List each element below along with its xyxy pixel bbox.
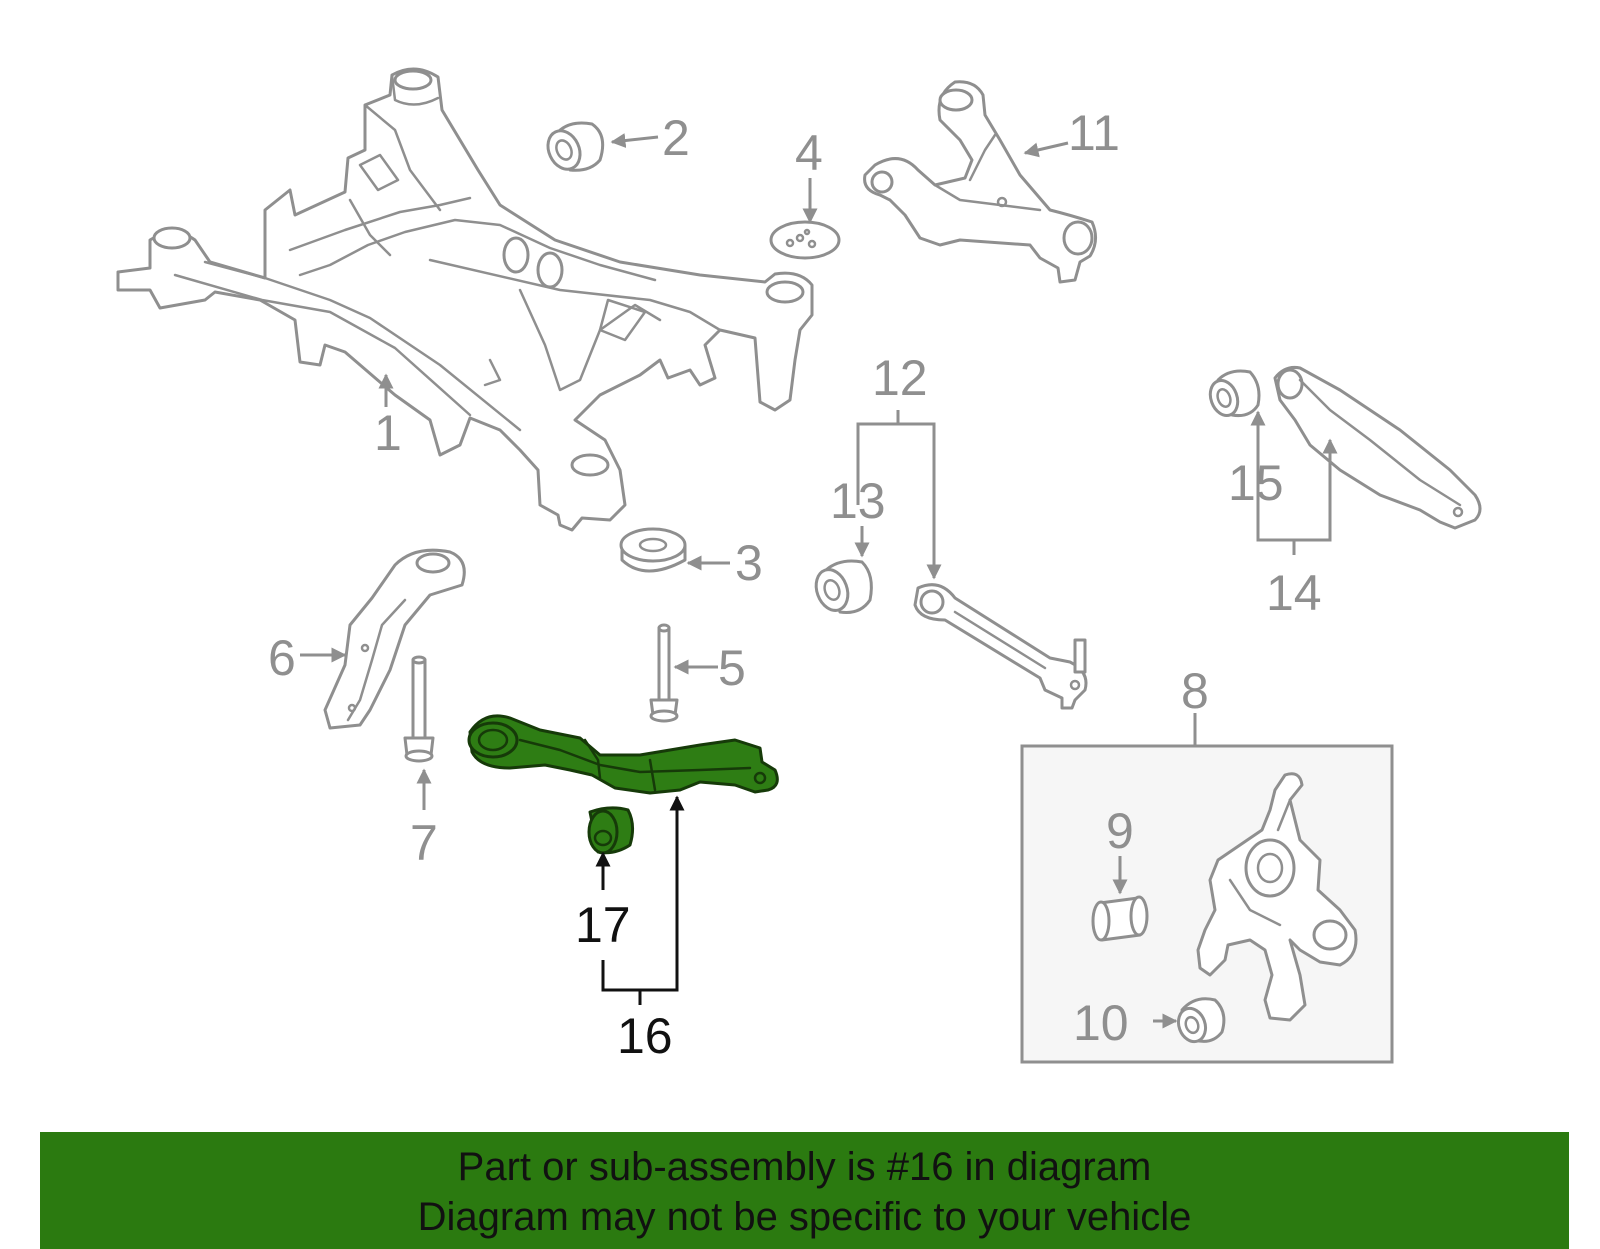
callout-3: 3 bbox=[735, 535, 763, 591]
callout-5: 5 bbox=[718, 640, 746, 696]
highlight-leader-lines bbox=[595, 795, 685, 1005]
bushing-17 bbox=[587, 806, 635, 855]
crossmember-subframe bbox=[116, 67, 814, 532]
callout-4: 4 bbox=[795, 125, 823, 181]
info-banner: Part or sub-assembly is #16 in diagram D… bbox=[40, 1132, 1569, 1249]
banner-line-1: Part or sub-assembly is #16 in diagram bbox=[457, 1145, 1152, 1189]
callout-labels: 1 2 3 4 5 6 7 8 9 10 11 12 13 14 15 16 1… bbox=[268, 105, 1322, 1064]
callout-16: 16 bbox=[617, 1008, 673, 1064]
callout-1: 1 bbox=[374, 405, 402, 461]
knuckle-8 bbox=[1196, 772, 1358, 1022]
callout-7: 7 bbox=[410, 815, 438, 871]
lateral-link-12 bbox=[913, 583, 1088, 710]
washer-3 bbox=[619, 527, 687, 573]
bushing-2 bbox=[546, 121, 605, 172]
plate-4 bbox=[769, 220, 841, 260]
bushing-15 bbox=[1208, 369, 1261, 417]
callout-13: 13 bbox=[830, 473, 886, 529]
callout-17: 17 bbox=[575, 897, 631, 953]
callout-9: 9 bbox=[1106, 803, 1134, 859]
callout-11: 11 bbox=[1068, 105, 1120, 161]
callout-10: 10 bbox=[1073, 995, 1129, 1051]
callout-6: 6 bbox=[268, 630, 296, 686]
leader-lines bbox=[300, 133, 1338, 1029]
callout-8: 8 bbox=[1181, 663, 1209, 719]
control-arm-11 bbox=[863, 80, 1097, 284]
callout-15: 15 bbox=[1228, 455, 1284, 511]
callout-14: 14 bbox=[1266, 565, 1322, 621]
callout-12: 12 bbox=[872, 350, 928, 406]
trailing-arm-14 bbox=[1273, 366, 1482, 530]
bushing-13 bbox=[814, 559, 873, 614]
control-arm-16 bbox=[467, 714, 779, 795]
bolt-7 bbox=[403, 655, 435, 763]
callout-2: 2 bbox=[662, 110, 690, 166]
bolt-5 bbox=[649, 623, 679, 723]
parts-diagram: 1 2 3 4 5 6 7 8 9 10 11 12 13 14 15 16 1… bbox=[116, 67, 1482, 1064]
banner-line-2: Diagram may not be specific to your vehi… bbox=[417, 1195, 1192, 1239]
bushing-9 bbox=[1091, 895, 1149, 942]
bushing-10 bbox=[1176, 997, 1226, 1044]
bracket-6 bbox=[323, 548, 466, 730]
